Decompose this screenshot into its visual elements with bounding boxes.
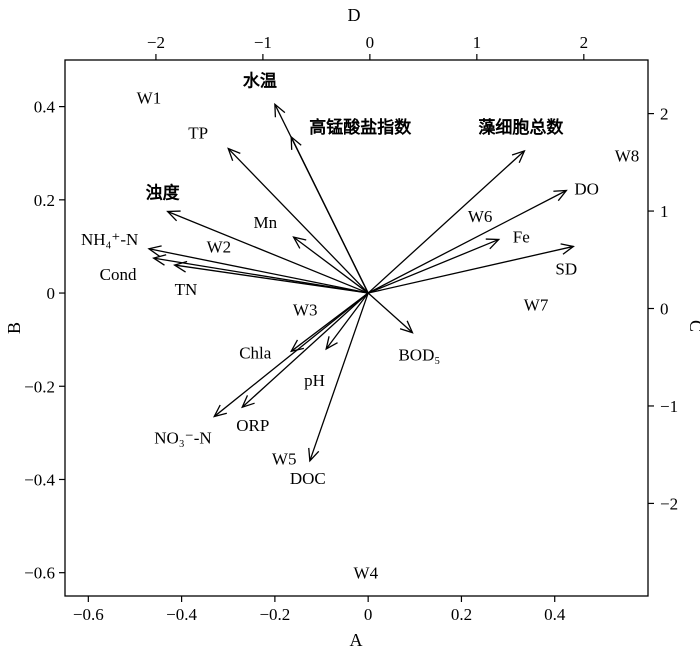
vector-arrowhead xyxy=(173,260,188,273)
top-tick-label: −2 xyxy=(147,33,165,52)
left-tick-label: 0.2 xyxy=(34,191,55,210)
vector-label: DO xyxy=(574,180,599,199)
bottom-tick-label: −0.6 xyxy=(73,605,104,624)
vector-arrowhead xyxy=(241,395,255,409)
vector-arrowhead xyxy=(147,245,162,257)
vector-label: TN xyxy=(175,280,198,299)
left-tick-label: −0.6 xyxy=(24,564,55,583)
vector-arrowhead xyxy=(325,336,338,351)
vector-arrow-nhn xyxy=(148,248,369,294)
vector-arrow-tn xyxy=(174,264,369,294)
vector-label: TP xyxy=(188,124,208,143)
right-tick-label: −2 xyxy=(660,494,678,513)
bottom-tick-label: −0.4 xyxy=(166,605,197,624)
vector-label: ORP xyxy=(236,416,269,435)
right-tick-label: 2 xyxy=(660,105,669,124)
vector-label: SD xyxy=(555,259,577,278)
vector-arrow-cjk xyxy=(167,210,369,294)
top-tick-label: 2 xyxy=(580,33,589,52)
vector-arrowhead xyxy=(560,243,575,255)
vector-arrowhead xyxy=(292,236,307,249)
vector-label: 浊度 xyxy=(146,182,181,203)
vector-arrowhead xyxy=(485,238,501,250)
vector-label: 藻细胞总数 xyxy=(478,117,564,138)
vector-label: pH xyxy=(304,371,325,390)
site-label: W3 xyxy=(293,300,318,319)
vector-label: Fe xyxy=(513,227,530,246)
vector-label: BOD₅ xyxy=(398,346,440,365)
vector-arrowhead xyxy=(213,404,227,418)
vector-arrow-cjk xyxy=(367,150,525,294)
vector-arrow-doc xyxy=(309,292,369,462)
vector-arrowhead xyxy=(166,210,181,222)
vector-arrowhead xyxy=(227,147,241,161)
left-axis-title: B xyxy=(4,322,24,334)
vector-label: DOC xyxy=(290,469,326,488)
vector-arrowhead xyxy=(399,320,414,334)
vector-arrow-tp xyxy=(227,148,369,294)
vector-arrow-sd xyxy=(368,245,574,294)
site-label: W2 xyxy=(207,237,232,256)
left-tick-label: −0.2 xyxy=(24,377,55,396)
vector-arrow-non xyxy=(213,292,369,418)
plot-frame xyxy=(64,59,649,597)
vector-label: 高锰酸盐指数 xyxy=(309,117,412,138)
vector-arrowhead xyxy=(152,254,167,266)
vector-arrow-ph xyxy=(325,292,369,350)
bottom-axis-title: A xyxy=(350,630,363,650)
site-label: W6 xyxy=(468,207,493,226)
left-tick-label: 0.4 xyxy=(34,98,56,117)
right-axis-title: C xyxy=(686,320,700,332)
vector-arrow-cjk xyxy=(290,136,369,294)
top-tick-label: 1 xyxy=(473,33,482,52)
vector-label: 水温 xyxy=(243,70,277,91)
right-tick-label: 0 xyxy=(660,300,669,319)
vector-label: NH₄⁺-N xyxy=(81,230,138,249)
vector-label: Chla xyxy=(239,343,272,362)
vector-arrow-bod xyxy=(367,292,413,334)
vector-label: NO₃⁻-N xyxy=(154,429,211,448)
bottom-tick-label: 0.2 xyxy=(451,605,472,624)
bottom-tick-label: −0.2 xyxy=(259,605,290,624)
vector-arrowhead xyxy=(274,102,286,118)
vector-arrowhead xyxy=(290,135,302,150)
vector-arrow-orp xyxy=(241,292,369,408)
site-label: W4 xyxy=(354,564,379,583)
vector-arrow-cond xyxy=(153,257,369,294)
vector-arrow-mn xyxy=(293,236,369,294)
site-label: W8 xyxy=(615,147,640,166)
site-label: W5 xyxy=(272,450,297,469)
site-label: W1 xyxy=(137,88,162,107)
tick-group: −0.6 −0.4 −0.2 0 0.2 0.4 −0.6 −0.4 −0.2 0 0.2 0.4 −2… xyxy=(24,33,678,624)
right-tick-label: −1 xyxy=(660,397,678,416)
vector-arrowhead xyxy=(289,339,305,353)
top-axis-title: D xyxy=(348,5,361,25)
bottom-tick-label: 0.4 xyxy=(544,605,566,624)
site-label: W7 xyxy=(524,296,549,315)
top-tick-label: −1 xyxy=(254,33,272,52)
bottom-tick-label: 0 xyxy=(364,605,373,624)
vector-arrow-fe xyxy=(367,238,499,294)
vector-label: Mn xyxy=(254,213,278,232)
vector-arrow-do xyxy=(367,189,567,294)
left-tick-label: 0 xyxy=(47,284,56,303)
left-tick-label: −0.4 xyxy=(24,470,55,489)
vector-arrowhead xyxy=(308,447,320,463)
right-tick-label: 1 xyxy=(660,202,669,221)
top-tick-label: 0 xyxy=(366,33,375,52)
vector-arrowhead xyxy=(553,189,568,202)
vector-label: Cond xyxy=(100,265,137,284)
vector-arrowhead xyxy=(511,149,526,164)
